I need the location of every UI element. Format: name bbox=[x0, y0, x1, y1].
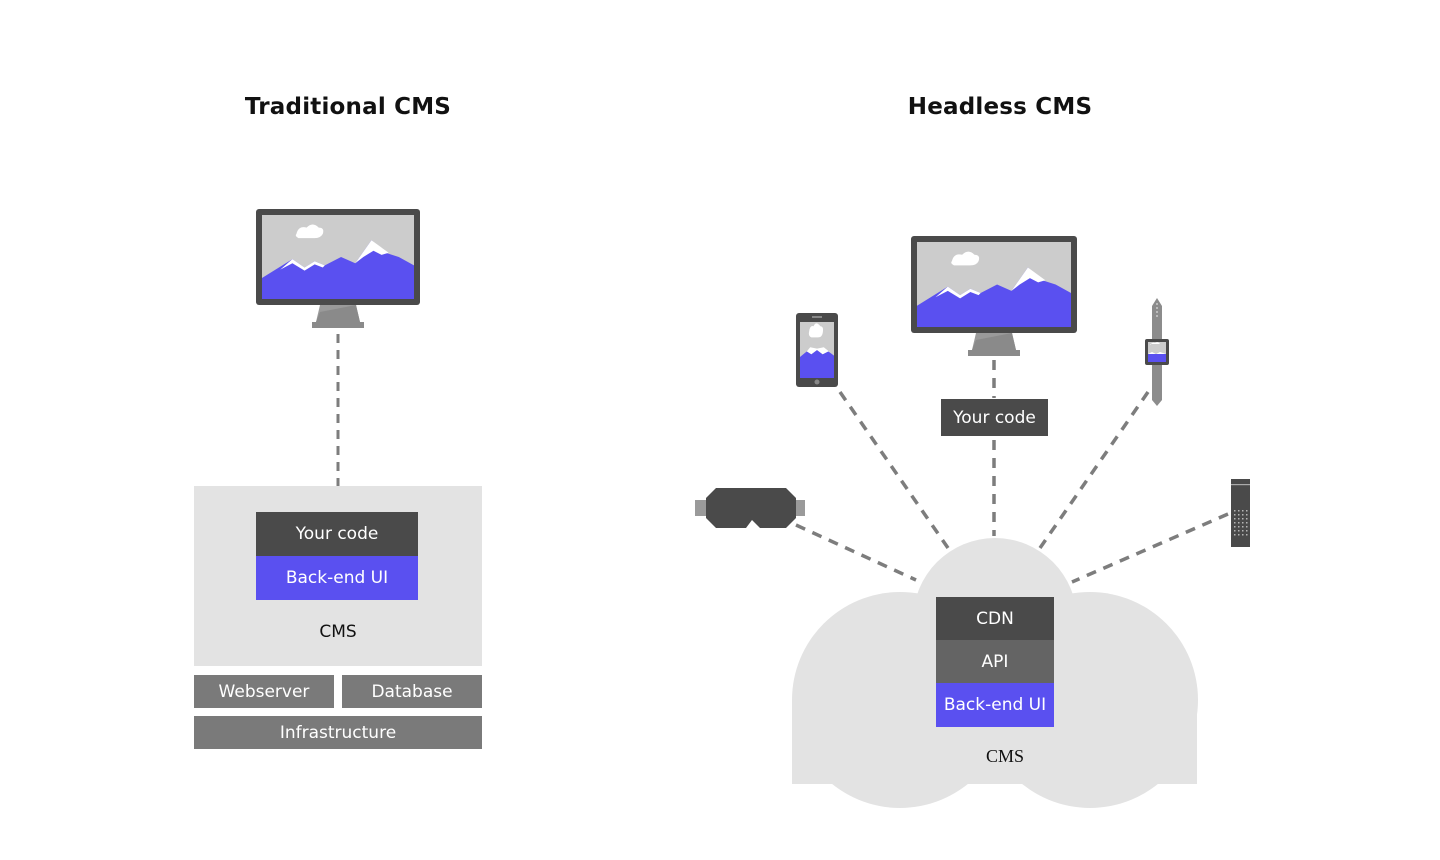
iot-device-icon bbox=[1231, 479, 1250, 547]
smartwatch-icon bbox=[1145, 298, 1169, 406]
connector-phone bbox=[838, 391, 950, 549]
traditional-your-code-block: Your code bbox=[256, 512, 418, 556]
infrastructure-block: Infrastructure bbox=[194, 716, 482, 749]
api-block: API bbox=[936, 640, 1054, 683]
connector-watch bbox=[1038, 391, 1150, 549]
headless-cms-label: CMS bbox=[985, 746, 1025, 766]
traditional-cms-title: Traditional CMS bbox=[244, 94, 452, 120]
headless-your-code-block: Your code bbox=[941, 399, 1048, 436]
smartphone-icon bbox=[796, 313, 838, 387]
headless-backend-ui-block: Back-end UI bbox=[936, 683, 1054, 727]
vr-headset-icon bbox=[695, 488, 805, 528]
headless-cms-title: Headless CMS bbox=[907, 94, 1093, 120]
connector-vr bbox=[795, 523, 917, 582]
traditional-backend-ui-block: Back-end UI bbox=[256, 556, 418, 600]
headless-monitor-icon bbox=[911, 236, 1077, 356]
connector-iot bbox=[1071, 512, 1229, 584]
headless-connectors bbox=[795, 360, 1229, 584]
webserver-block: Webserver bbox=[194, 675, 334, 708]
cdn-block: CDN bbox=[936, 597, 1054, 640]
traditional-monitor-icon bbox=[256, 209, 420, 328]
database-block: Database bbox=[342, 675, 482, 708]
traditional-cms-label: CMS bbox=[319, 622, 357, 642]
